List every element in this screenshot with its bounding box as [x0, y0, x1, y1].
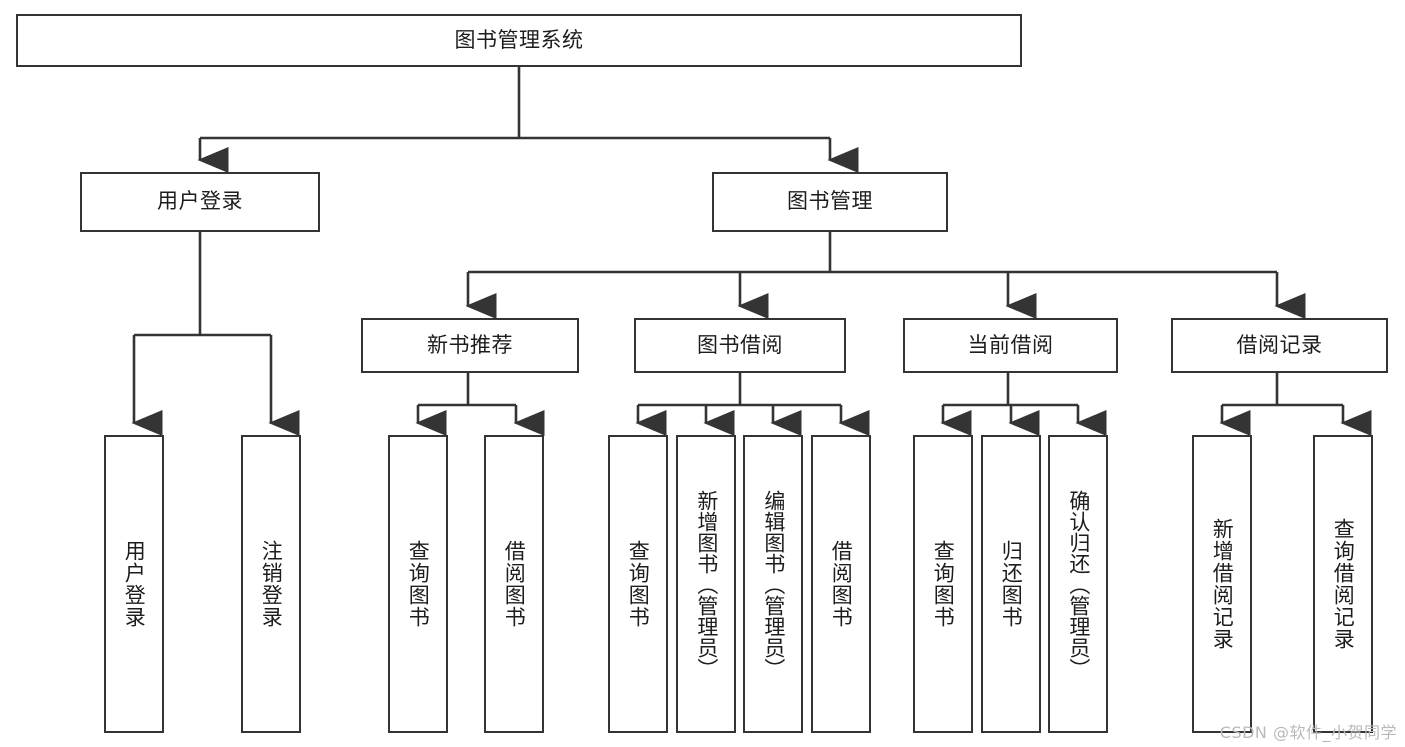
node-borrow-book-1[interactable]: 借阅图书	[484, 435, 544, 733]
node-user-login-do[interactable]: 用户登录	[104, 435, 164, 733]
node-confirm-return-admin[interactable]: 确认归还（管理员）	[1048, 435, 1108, 733]
node-user-login[interactable]: 用户登录	[80, 172, 320, 232]
node-user-logout[interactable]: 注销登录	[241, 435, 301, 733]
node-borrow-book-2[interactable]: 借阅图书	[811, 435, 871, 733]
node-query-book-2[interactable]: 查询图书	[608, 435, 668, 733]
node-root[interactable]: 图书管理系统	[16, 14, 1022, 67]
node-query-borrow-record[interactable]: 查询借阅记录	[1313, 435, 1373, 733]
node-new-book-recommend[interactable]: 新书推荐	[361, 318, 579, 373]
csdn-watermark: CSDN @软件_小贺同学	[1219, 723, 1397, 742]
node-return-book[interactable]: 归还图书	[981, 435, 1041, 733]
node-book-borrow[interactable]: 图书借阅	[634, 318, 846, 373]
node-query-book-1[interactable]: 查询图书	[388, 435, 448, 733]
node-add-book-admin[interactable]: 新增图书（管理员）	[676, 435, 736, 733]
node-edit-book-admin[interactable]: 编辑图书（管理员）	[743, 435, 803, 733]
node-book-manage[interactable]: 图书管理	[712, 172, 948, 232]
node-borrow-record[interactable]: 借阅记录	[1171, 318, 1388, 373]
node-current-borrow[interactable]: 当前借阅	[903, 318, 1118, 373]
node-query-book-3[interactable]: 查询图书	[913, 435, 973, 733]
node-add-borrow-record[interactable]: 新增借阅记录	[1192, 435, 1252, 733]
